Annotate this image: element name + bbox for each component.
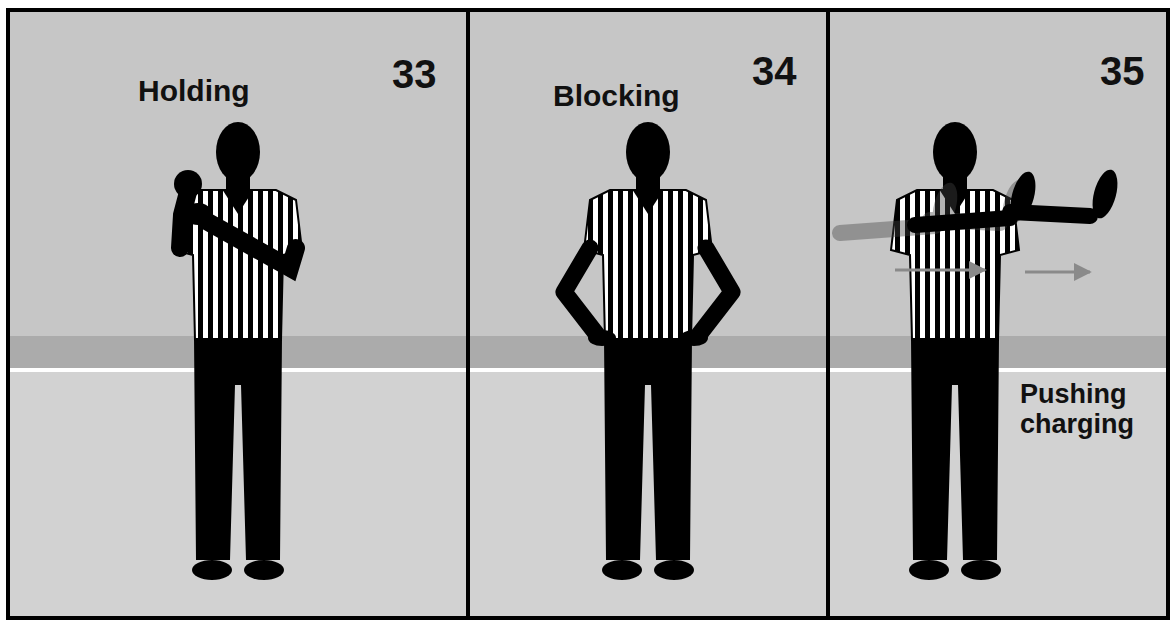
- signal-number: 34: [752, 49, 797, 93]
- signal-panel: 35Pushing charging: [826, 8, 1170, 620]
- signal-number: 35: [1100, 49, 1145, 93]
- signal-number: 33: [392, 52, 437, 96]
- blocking-figure: [564, 122, 732, 580]
- signal-name: Blocking: [553, 79, 680, 112]
- signal-name: Holding: [138, 74, 250, 107]
- signal-name: Pushing charging: [1020, 380, 1160, 439]
- signal-panel: Blocking 34: [466, 8, 830, 620]
- pushing-figure: [840, 122, 1122, 580]
- holding-figure: [174, 122, 302, 580]
- signal-panel: Holding 33: [6, 8, 470, 620]
